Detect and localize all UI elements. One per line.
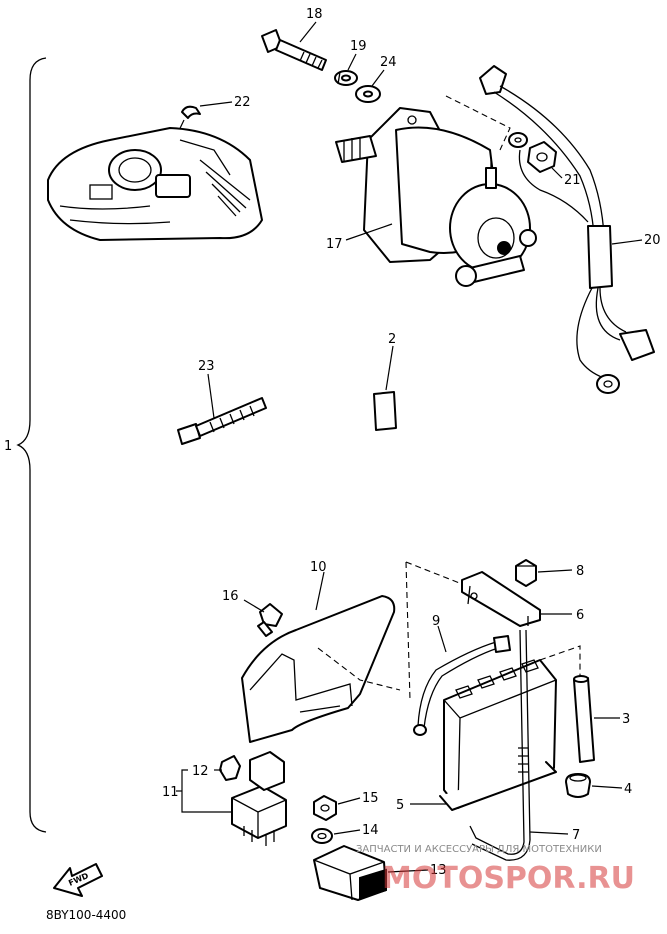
callout-20: 20 — [644, 233, 661, 248]
battery-cover — [241, 595, 401, 743]
diagram-code: 8BY100-4400 — [46, 908, 126, 922]
bracket-nut — [515, 559, 537, 587]
battery-lead — [413, 635, 511, 736]
wire-clip — [181, 105, 201, 119]
battery-bracket — [461, 571, 541, 627]
callout-3: 3 — [622, 712, 630, 727]
bolt — [261, 29, 327, 71]
starter-relay — [231, 751, 287, 846]
starter-cable — [479, 65, 655, 394]
watermark-caption: ЗАПЧАСТИ И АКСЕССУАРЫ ДЛЯ МОТОТЕХНИКИ — [356, 844, 602, 855]
terminal-nut — [508, 132, 557, 173]
collar-bolt — [257, 603, 283, 637]
cable-tie — [177, 397, 267, 445]
callout-1: 1 — [4, 439, 12, 454]
callout-18: 18 — [306, 7, 323, 22]
breather-tube — [573, 675, 595, 763]
callout-5: 5 — [396, 798, 404, 813]
callout-23: 23 — [198, 359, 215, 374]
grommet — [565, 773, 591, 798]
callout-10: 10 — [310, 560, 327, 575]
callout-24: 24 — [380, 55, 397, 70]
callout-13: 13 — [430, 863, 447, 878]
callout-8: 8 — [576, 564, 584, 579]
callout-11: 11 — [162, 785, 179, 800]
adhesive-pad — [373, 391, 397, 431]
callout-21: 21 — [564, 173, 581, 188]
callout-17: 17 — [326, 237, 343, 252]
callout-22: 22 — [234, 95, 251, 110]
starter-motor — [335, 107, 537, 287]
battery-tray — [439, 761, 557, 811]
callout-12: 12 — [192, 764, 209, 779]
callout-19: 19 — [350, 39, 367, 54]
engine-crankcase — [47, 127, 263, 241]
lock-washer — [334, 70, 358, 86]
battery-band — [469, 629, 531, 861]
callout-9: 9 — [432, 614, 440, 629]
callout-14: 14 — [362, 823, 379, 838]
callout-6: 6 — [576, 608, 584, 623]
relay-clip — [219, 755, 241, 781]
watermark-brand: MOTOSPOR.RU — [382, 861, 635, 896]
callout-15: 15 — [362, 791, 379, 806]
plain-washer — [355, 85, 381, 103]
relay-washer — [311, 828, 333, 844]
assembly-brace — [16, 57, 47, 833]
relay-boot — [313, 845, 387, 901]
callout-16: 16 — [222, 589, 239, 604]
callout-7: 7 — [572, 828, 580, 843]
callout-2: 2 — [388, 332, 396, 347]
relay-nut — [313, 795, 337, 821]
forward-arrow-icon: FWD — [53, 863, 103, 897]
callout-4: 4 — [624, 782, 632, 797]
